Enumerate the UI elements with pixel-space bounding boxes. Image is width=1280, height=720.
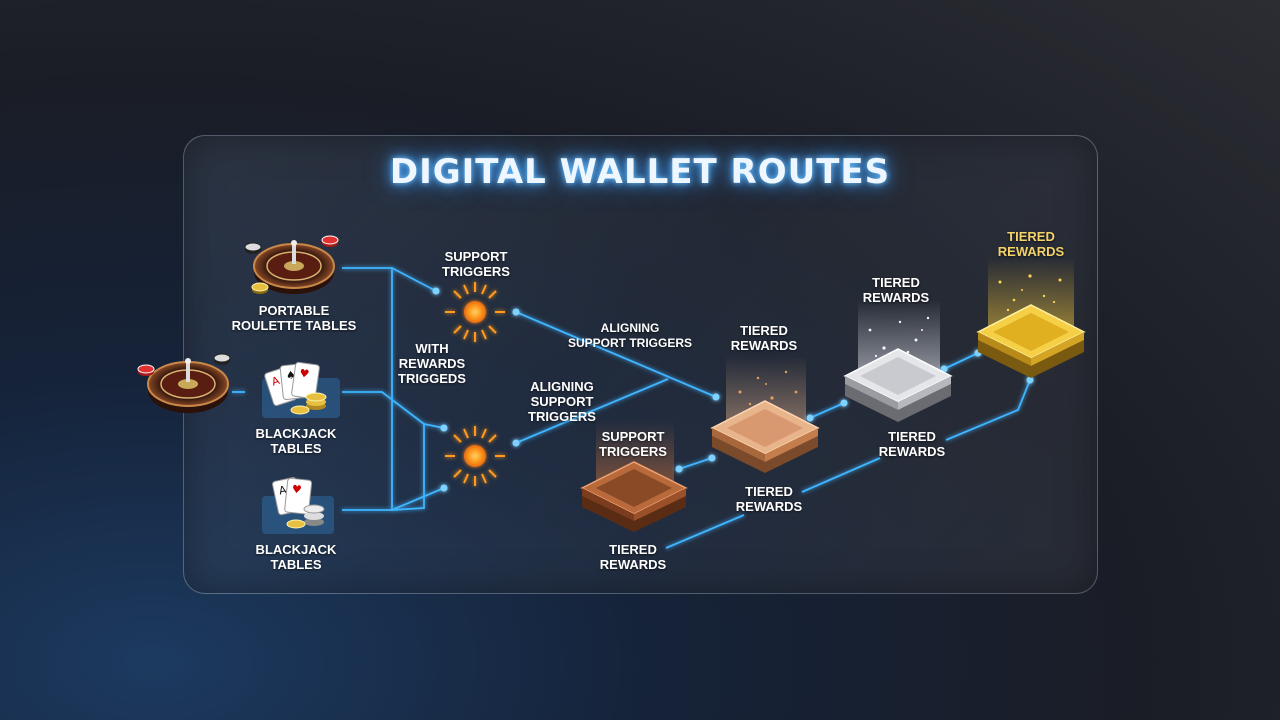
- svg-text:A: A: [270, 374, 282, 389]
- route-node: [512, 439, 520, 447]
- tier-platform-bronze: [580, 461, 688, 532]
- route-node: [1026, 376, 1034, 384]
- playing-cards-icon: A ♥: [262, 477, 334, 534]
- tier-platform-peach: [710, 400, 820, 473]
- route-line: [342, 267, 437, 292]
- route-line: [515, 311, 717, 398]
- diagram-title: DIGITAL WALLET ROUTES: [389, 152, 891, 192]
- route-lines: [232, 267, 1031, 549]
- sparkles: [868, 316, 930, 358]
- route-line: [943, 352, 979, 370]
- route-node: [432, 287, 440, 295]
- svg-text:♠: ♠: [285, 368, 296, 382]
- casino-chip-icon: [137, 353, 231, 376]
- tier-platform-silver: [843, 348, 953, 422]
- route-line: [342, 391, 425, 511]
- route-line: [665, 514, 745, 549]
- casino-chip-icon: [244, 235, 339, 294]
- tier-platform-gold: [976, 304, 1086, 378]
- svg-text:♥: ♥: [291, 483, 302, 497]
- route-line: [678, 457, 713, 470]
- roulette-wheel-icon: [253, 240, 335, 294]
- route-line: [342, 487, 445, 511]
- route-line: [809, 402, 845, 419]
- route-nodes: [432, 287, 1034, 492]
- route-node: [512, 308, 520, 316]
- playing-cards-icon: A ♠ ♥: [262, 361, 340, 418]
- route-node: [712, 393, 720, 401]
- route-node: [440, 424, 448, 432]
- sun-burst-icon: [445, 282, 505, 342]
- sun-burst-icon: [445, 426, 505, 486]
- route-node: [675, 465, 683, 473]
- svg-text:A: A: [278, 483, 289, 497]
- route-node: [708, 454, 716, 462]
- sparkles: [738, 370, 798, 412]
- route-node: [440, 484, 448, 492]
- route-line: [515, 378, 669, 444]
- route-line: [801, 457, 881, 493]
- route-node: [806, 414, 814, 422]
- roulette-wheel-icon: [147, 358, 229, 413]
- route-node: [840, 399, 848, 407]
- route-line: [945, 379, 1031, 441]
- svg-text:♥: ♥: [299, 367, 311, 381]
